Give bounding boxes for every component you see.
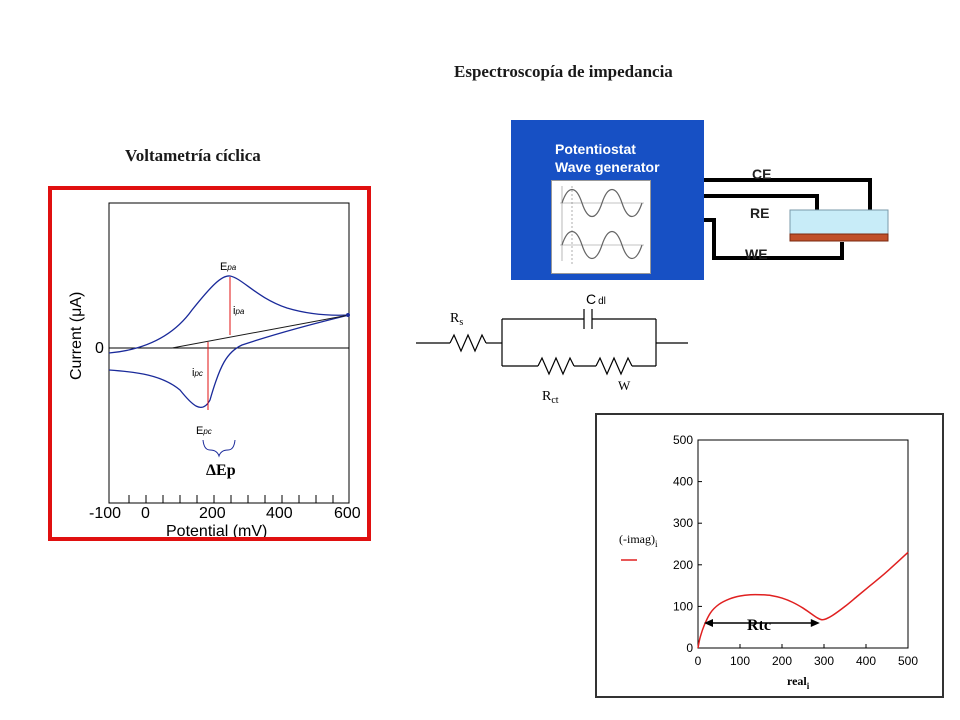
nyquist-xtick-label: 400 <box>856 654 876 668</box>
nyquist-xtick-label: 300 <box>814 654 834 668</box>
potentiostat-label: Potentiostat <box>555 141 636 157</box>
w-label: W <box>618 378 631 393</box>
rs-resistor <box>449 333 487 353</box>
ce-label: CE <box>752 166 772 182</box>
nyquist-xtick-label: 100 <box>730 654 750 668</box>
cv-xtick-0: 0 <box>141 505 150 522</box>
we-label: WE <box>745 246 768 262</box>
cv-xtick-600: 600 <box>334 505 361 522</box>
electrode-wires <box>704 178 889 260</box>
cv-epc-label: Epc <box>196 425 212 437</box>
nyquist-xtick-label: 0 <box>695 654 702 668</box>
potentiostat-panel: Potentiostat Wave generator <box>511 120 704 280</box>
cv-cathodic-curve <box>108 314 350 409</box>
cv-chart: 0 -100 0 200 400 600 Potential (mV) Curr… <box>68 202 361 537</box>
nyquist-chart: 0 100 200 300 400 500 0 100 200 300 400 500 (-imag)… <box>619 433 918 691</box>
cv-xtick-minus100: -100 <box>89 505 121 522</box>
nyquist-ytick-label: 100 <box>673 599 693 613</box>
re-label: RE <box>750 205 770 221</box>
nyquist-xtick-label: 200 <box>772 654 792 668</box>
nyquist-plot-box <box>697 439 909 649</box>
nyquist-ytick-label: 200 <box>673 558 693 572</box>
cv-ylabel: Current (μA) <box>68 292 85 380</box>
cv-xtick-200: 200 <box>199 505 226 522</box>
nyquist-ytick-label: 500 <box>673 433 693 447</box>
cv-epa-label: Epa <box>220 261 237 273</box>
wave-generator-label: Wave generator <box>555 159 660 175</box>
we-wire <box>704 218 844 260</box>
cv-baseline <box>171 314 350 349</box>
cv-title: Voltametría cíclica <box>125 146 261 165</box>
nyquist-series-line <box>697 551 909 649</box>
nyquist-xlabel: reali <box>787 674 810 691</box>
cv-ipa-label: ipa <box>233 305 245 317</box>
nyquist-ytick-label: 0 <box>686 641 693 655</box>
rtc-arrowhead-left <box>704 619 713 627</box>
nyquist-ytick-label: 300 <box>673 516 693 530</box>
cv-xlabel: Potential (mV) <box>166 523 267 537</box>
cv-delta-ep-brace <box>202 439 236 458</box>
rtc-label: Rtc <box>747 617 771 634</box>
warburg-element <box>595 356 633 376</box>
eis-title: Espectroscopía de impedancia <box>454 62 673 81</box>
nyquist-ytick-label: 400 <box>673 475 693 489</box>
rs-label: Rs <box>450 311 463 328</box>
cv-ytick-zero: 0 <box>95 340 104 357</box>
cv-end-marker <box>346 313 350 317</box>
rct-label: Rct <box>542 389 559 406</box>
nyquist-legend-label: (-imag)i <box>619 532 658 549</box>
cv-plot-box <box>108 202 350 504</box>
cv-frame: 0 -100 0 200 400 600 Potential (mV) Curr… <box>48 186 371 541</box>
nyquist-xtick-label: 500 <box>898 654 918 668</box>
cv-delta-ep-label: ΔEp <box>206 462 236 479</box>
cv-x-ticks <box>128 495 334 503</box>
waveform-icon <box>560 186 644 266</box>
rct-resistor <box>537 356 575 376</box>
cv-xtick-400: 400 <box>266 505 293 522</box>
nyquist-frame: 0 100 200 300 400 500 0 100 200 300 400 500 (-imag)… <box>595 413 944 698</box>
waveform-inset <box>551 180 651 274</box>
cv-ipc-label: ipc <box>192 367 203 379</box>
cv-anodic-curve <box>108 275 350 354</box>
rtc-arrowhead-right <box>810 619 820 627</box>
working-electrode-base <box>789 233 889 242</box>
